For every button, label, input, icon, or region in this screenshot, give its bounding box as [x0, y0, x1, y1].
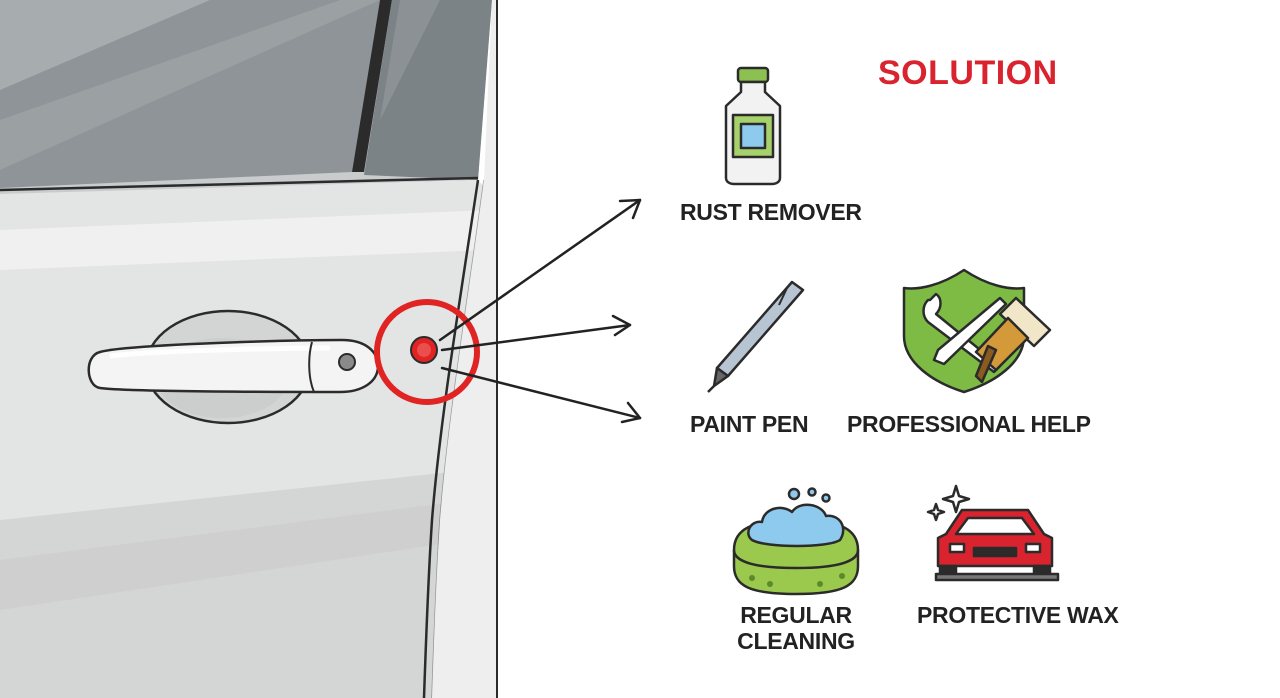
arrow-to-paint-pen	[440, 314, 632, 352]
rust-remover-label: RUST REMOVER	[680, 199, 862, 225]
rust-spot-marker	[374, 299, 480, 405]
regular-cleaning-label: REGULAR CLEANING	[736, 602, 856, 654]
car-door	[0, 0, 498, 698]
car-sparkle-icon	[926, 484, 1060, 582]
foam	[747, 503, 845, 548]
paint-pen-label: PAINT PEN	[690, 411, 809, 437]
arrow-to-rust-remover	[438, 198, 642, 342]
regular-cleaning-line1: REGULAR	[740, 602, 852, 628]
keyhole	[338, 353, 356, 371]
professional-help-label: PROFESSIONAL HELP	[847, 411, 1091, 437]
regular-cleaning-line2: CLEANING	[737, 628, 855, 654]
protective-wax-label: PROTECTIVE WAX	[917, 602, 1119, 628]
brush-icon	[974, 296, 1052, 384]
bottle-icon	[724, 66, 782, 186]
pen-icon	[707, 280, 805, 393]
shield-tools-icon	[902, 268, 1052, 394]
sponge-icon	[732, 487, 860, 596]
solution-heading: SOLUTION	[878, 54, 1058, 92]
arrow-to-professional-help	[440, 366, 642, 424]
